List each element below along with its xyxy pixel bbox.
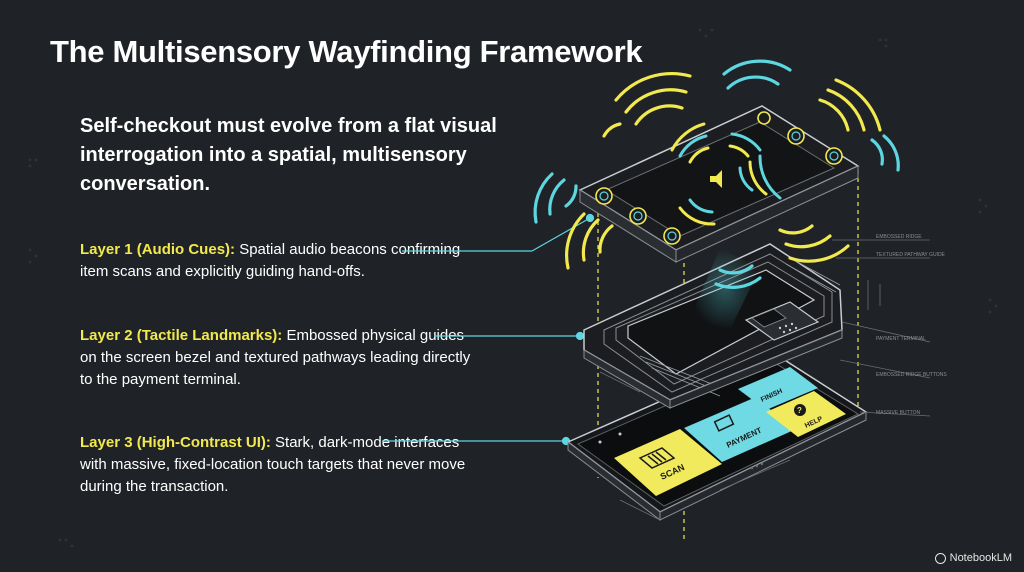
annotation-4: EMBOSSED RIDGE BUTTONS [876, 372, 947, 378]
outer-sound-waves [533, 59, 900, 289]
layer-2-title: Layer 2 (Tactile Landmarks): [80, 327, 283, 344]
layer-3-ui-panel: SCAN PAYMENT FINISH ? HELP [566, 351, 868, 522]
annotation-3: PAYMENT TERMINAL [876, 336, 926, 342]
help-button-shape [766, 391, 846, 437]
payment-terminal [744, 301, 820, 341]
page-title: The Multisensory Wayfinding Framework [50, 34, 643, 69]
speaker-icon [710, 170, 722, 188]
brand-badge: NotebookLM [934, 552, 1012, 564]
card-icon [713, 414, 735, 432]
technical-callouts [599, 239, 931, 521]
layer-3-text: Stark, dark-mode interfaces with massive… [80, 434, 466, 495]
help-symbol: ? [797, 406, 802, 415]
leader-lines [382, 213, 595, 446]
leader-dot-1 [585, 213, 595, 223]
finish-button-shape [738, 367, 818, 410]
beacon-nodes [595, 111, 843, 245]
subtitle: Self-checkout must evolve from a flat vi… [80, 115, 497, 195]
leader-line-1-elbow [531, 217, 591, 252]
scan-button-shape [614, 429, 722, 496]
payment-button-shape [684, 397, 794, 462]
layer-2-tactile-frame [583, 243, 843, 409]
center-sound-waves [670, 122, 782, 226]
annotation-1: EMBOSSED RIDGE [876, 234, 922, 240]
help-icon [794, 404, 806, 416]
layer-1-audio-device [533, 59, 900, 289]
layer-1-text: Spatial audio beacons confirming item sc… [80, 241, 461, 280]
terminal-keypad [778, 322, 798, 334]
layer-2-description: Layer 2 (Tactile Landmarks): Embossed ph… [80, 325, 480, 391]
layer-2-text: Embossed physical guides on the screen b… [80, 327, 471, 388]
layer-1-description: Layer 1 (Audio Cues): Spatial audio beac… [80, 239, 480, 283]
annotation-5: MASSIVE BUTTON [876, 410, 921, 416]
annotation-2: TEXTURED PATHWAY GUIDE [876, 252, 945, 258]
layer-3-title: Layer 3 (High-Contrast UI): [80, 434, 271, 451]
layer-3-description: Layer 3 (High-Contrast UI): Stark, dark-… [80, 432, 480, 498]
leader-dot-2 [575, 331, 585, 341]
notebooklm-icon [934, 552, 946, 564]
brand-label: NotebookLM [949, 552, 1012, 564]
barcode-icon [638, 447, 676, 469]
layer-1-title: Layer 1 (Audio Cues): [80, 241, 236, 258]
